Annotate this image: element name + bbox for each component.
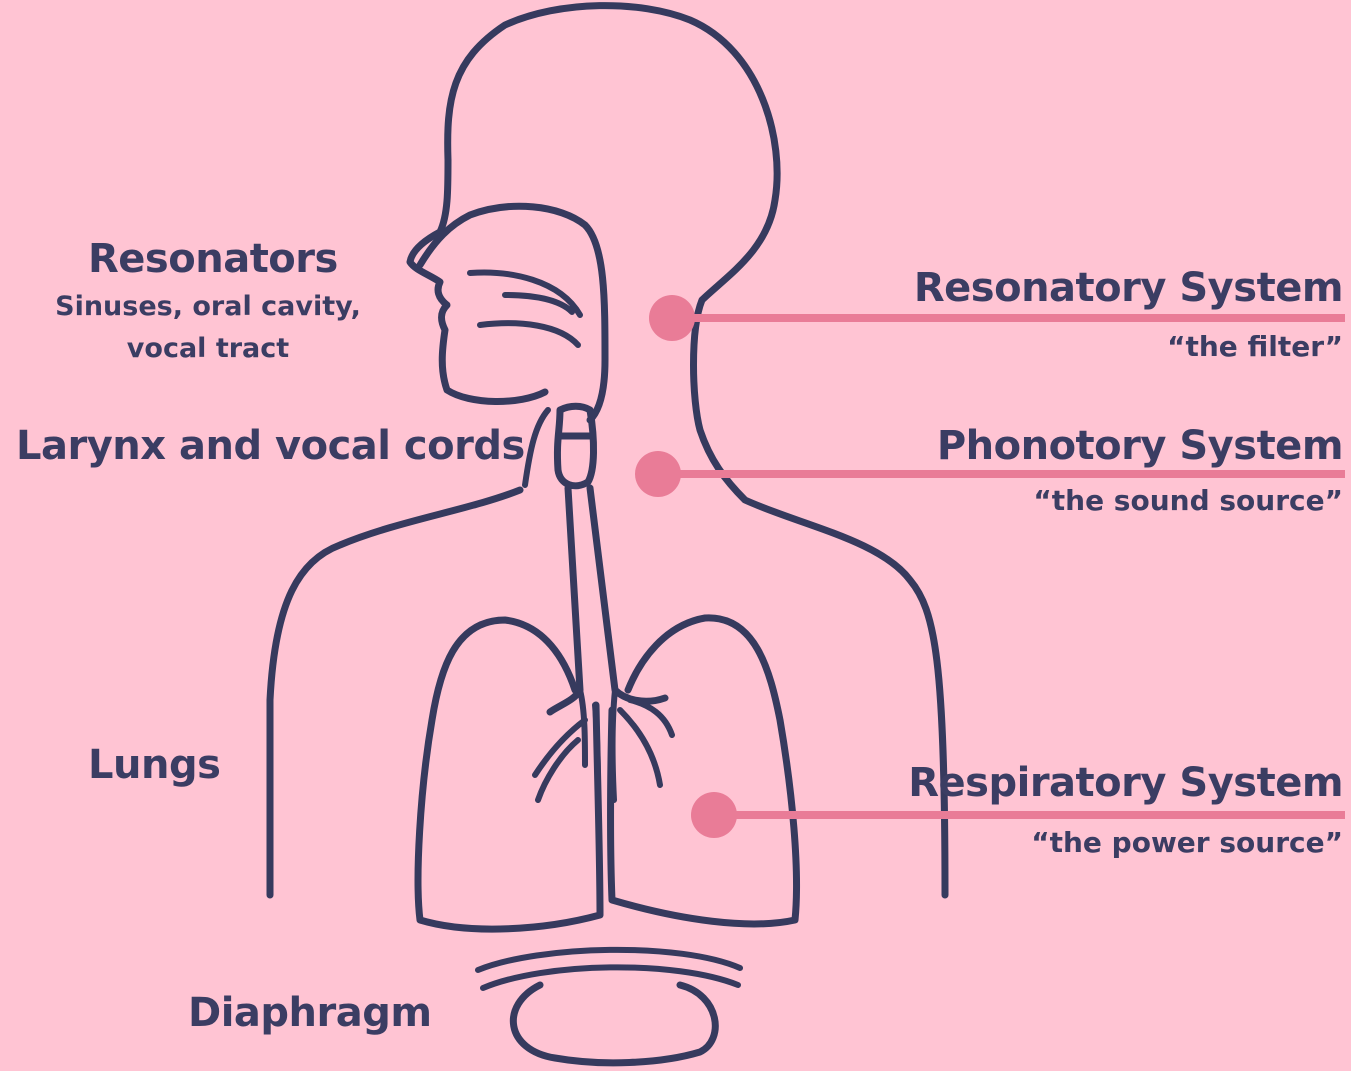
phonotory-system-subtitle: “the sound source”: [1033, 484, 1343, 517]
diaphragm-lines: [478, 950, 740, 988]
resonatory-system-title: Resonatory System: [914, 265, 1343, 311]
diaphragm-label: Diaphragm: [188, 990, 432, 1036]
phonotory-pointer-dot: [635, 451, 681, 497]
resonators-label: Resonators: [88, 236, 338, 282]
left-lung: [418, 620, 600, 929]
respiratory-system-title: Respiratory System: [908, 760, 1343, 806]
right-lung: [611, 618, 797, 924]
resonatory-system-subtitle: “the filter”: [1167, 330, 1343, 363]
diaphragm-shape: [513, 985, 715, 1063]
phonotory-system-title: Phonotory System: [937, 423, 1343, 469]
resonators-detail-label: Sinuses, oral cavity, vocal tract: [14, 286, 402, 370]
respiratory-system-subtitle: “the power source”: [1031, 826, 1343, 859]
larynx-label: Larynx and vocal cords: [16, 423, 525, 469]
larynx: [557, 406, 593, 486]
resonatory-pointer-dot: [649, 295, 695, 341]
lungs-label: Lungs: [88, 742, 220, 788]
respiratory-pointer-dot: [691, 792, 737, 838]
